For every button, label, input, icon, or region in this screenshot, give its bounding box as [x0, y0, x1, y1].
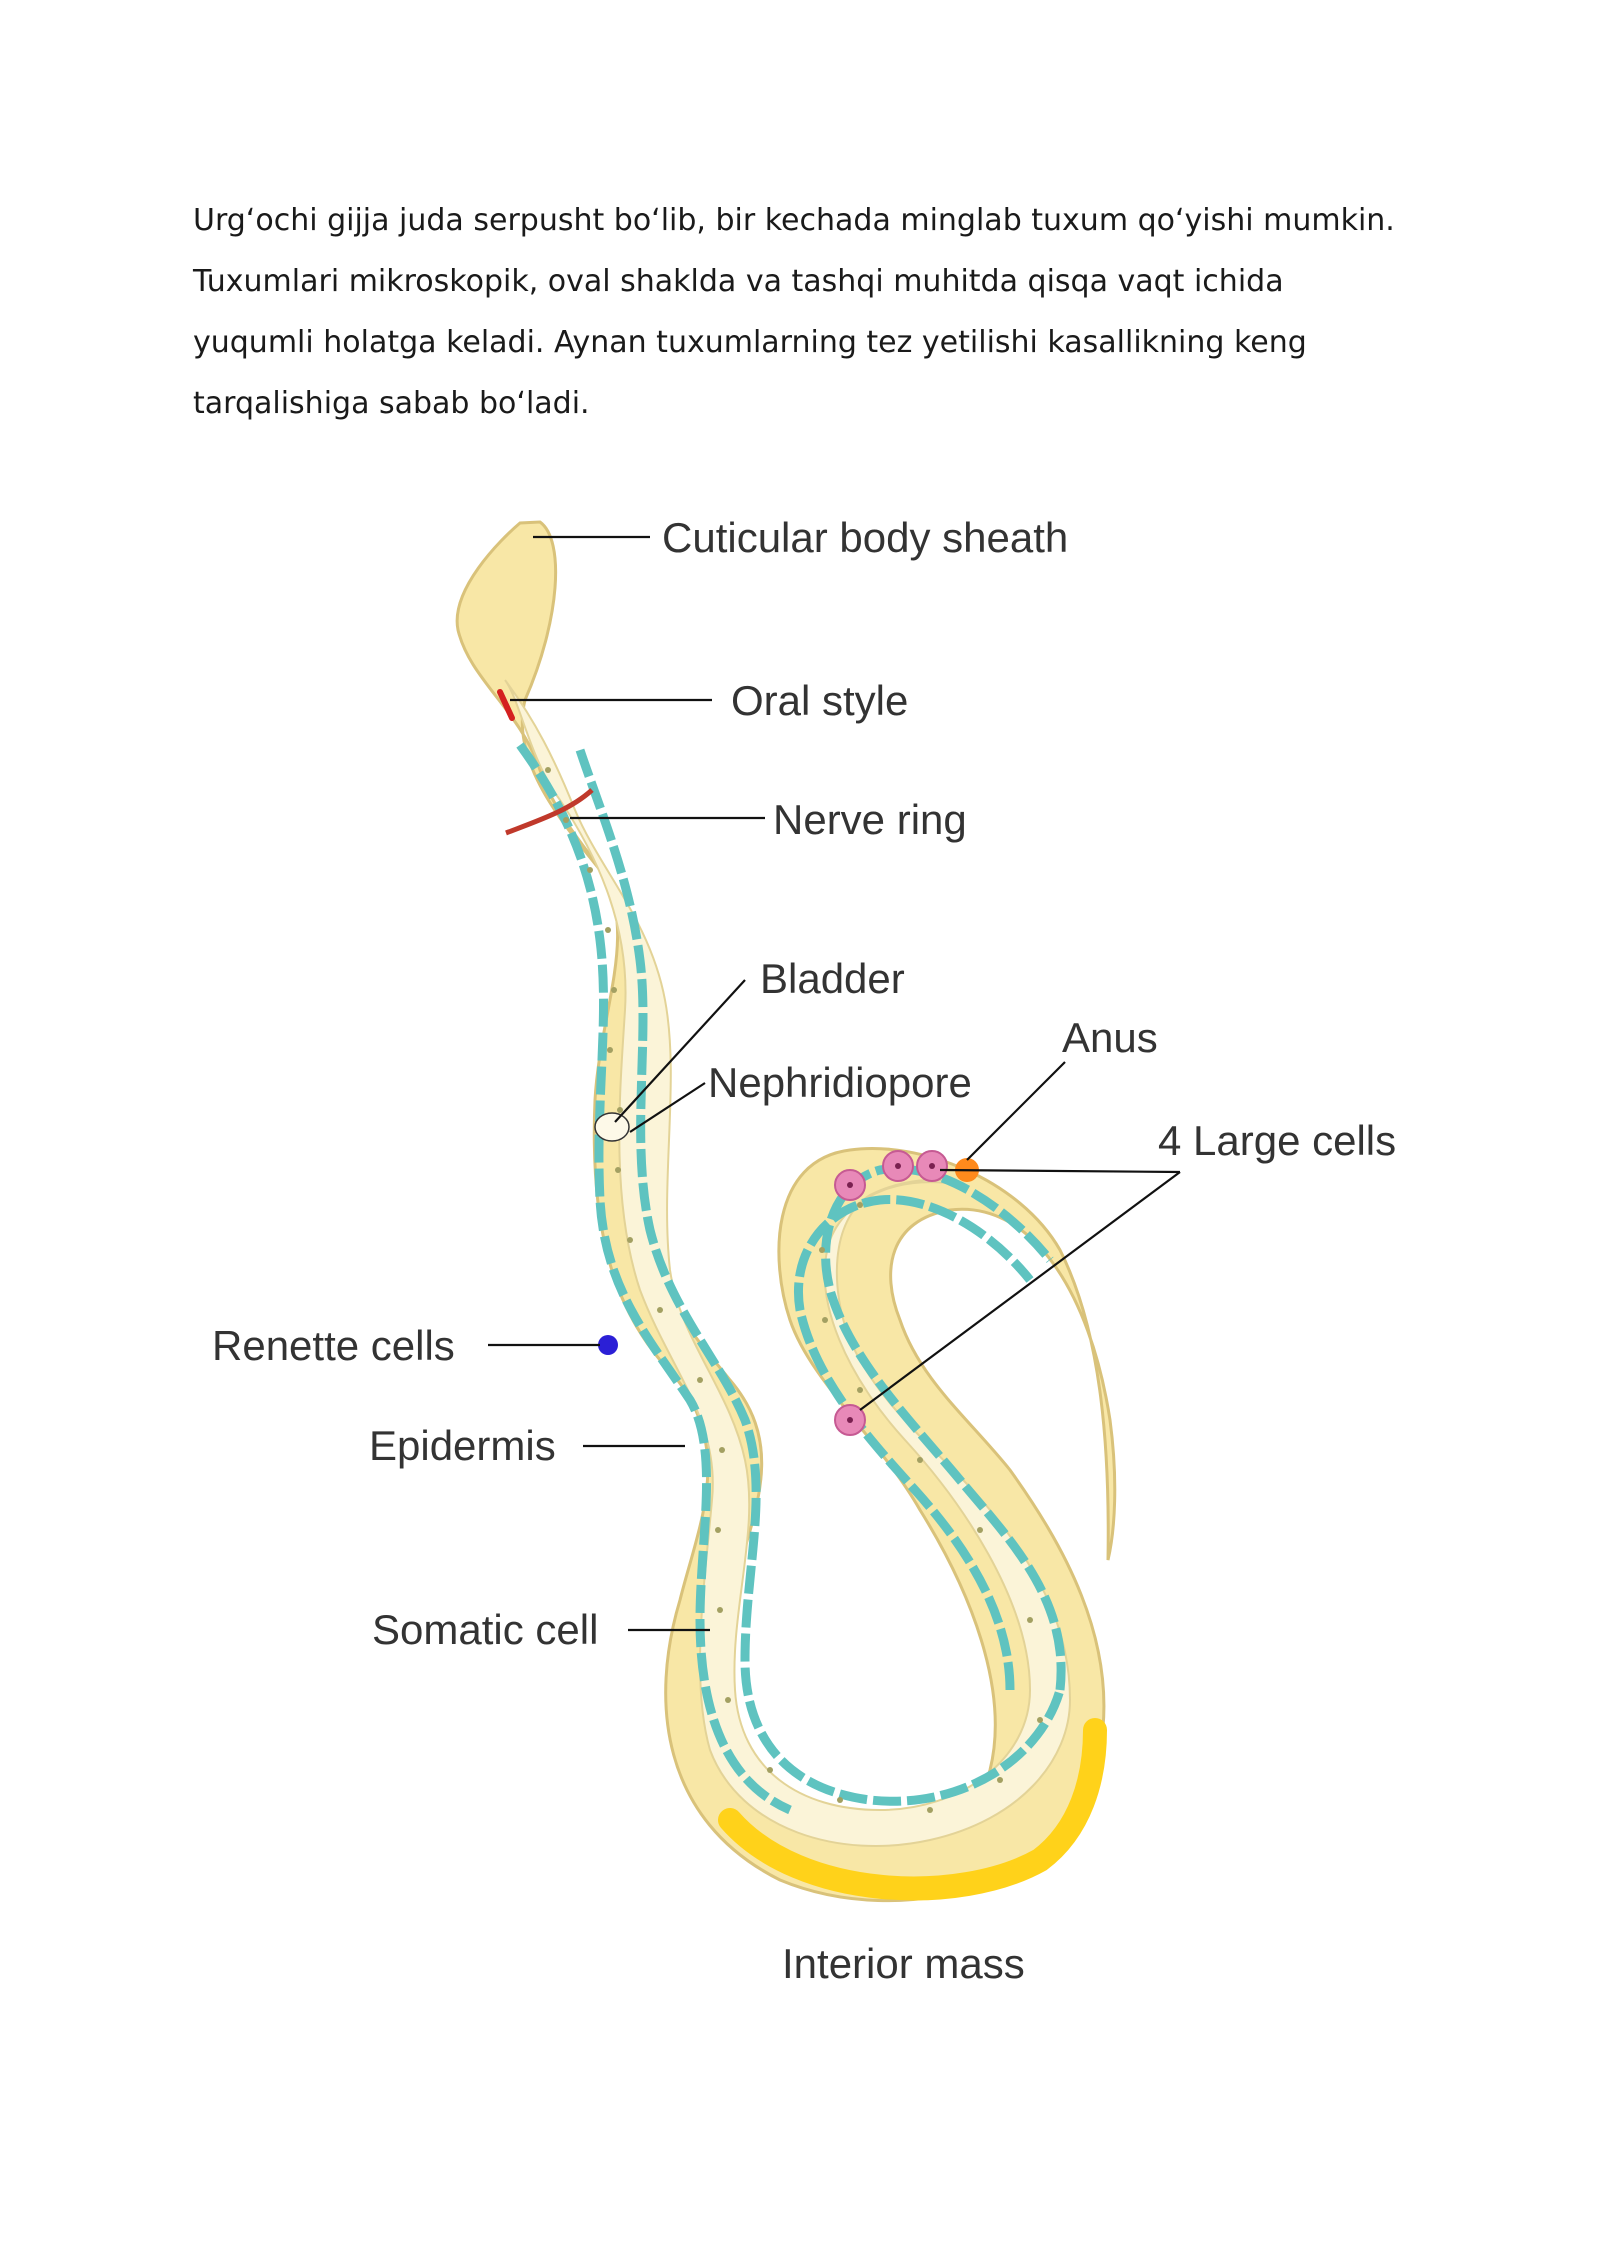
label-oral-style: Oral style [731, 677, 908, 724]
label-interior-mass: Interior mass [782, 1940, 1025, 1987]
label-bladder: Bladder [760, 955, 905, 1002]
leader-nephridiopore [629, 1082, 706, 1133]
paragraph-line: yuqumli holatga keladi. Aynan tuxumlarni… [193, 325, 1307, 360]
body-paragraph: Urg‘ochi gijja juda serpusht bo‘lib, bir… [193, 190, 1443, 434]
somatic-cell-chain-loop [821, 1164, 1066, 1691]
large-cells [834, 1150, 948, 1436]
somatic-cell-chain-inner-loop [794, 1195, 1034, 1691]
label-cuticular-body-sheath: Cuticular body sheath [662, 514, 1068, 561]
somatic-cell-chain-right [575, 748, 1065, 1806]
label-nephridiopore: Nephridiopore [708, 1059, 972, 1106]
label-large-cells: 4 Large cells [1158, 1117, 1396, 1164]
granules [545, 767, 1043, 1813]
leader-bladder [614, 979, 746, 1123]
bladder [594, 1112, 630, 1142]
label-nerve-ring: Nerve ring [773, 796, 967, 843]
label-renette-cells: Renette cells [212, 1322, 455, 1369]
label-epidermis: Epidermis [369, 1422, 556, 1469]
nerve-ring [505, 788, 594, 836]
paragraph-line: tarqalishiga sabab bo‘ladi. [193, 386, 590, 421]
label-anus: Anus [1062, 1014, 1158, 1061]
diagram-svg: Cuticular body sheath Oral style Nerve r… [212, 514, 1396, 1987]
interior-mass [718, 1718, 1107, 1901]
paragraph-line: Urg‘ochi gijja juda serpusht bo‘lib, bir… [193, 203, 1395, 238]
worm-body-outer [455, 520, 1117, 1903]
label-somatic-cell: Somatic cell [372, 1606, 598, 1653]
renette-cell [598, 1335, 618, 1355]
leader-large-cells-a [939, 1168, 1181, 1174]
somatic-cell-chain-left [516, 742, 792, 1815]
nematode-anatomy-diagram: Cuticular body sheath Oral style Nerve r… [0, 470, 1600, 2030]
paragraph-line: Tuxumlari mikroskopik, oval shaklda va t… [193, 264, 1284, 299]
leader-large-cells-b [859, 1171, 1181, 1411]
leader-anus [966, 1061, 1066, 1161]
oral-style [497, 689, 515, 721]
